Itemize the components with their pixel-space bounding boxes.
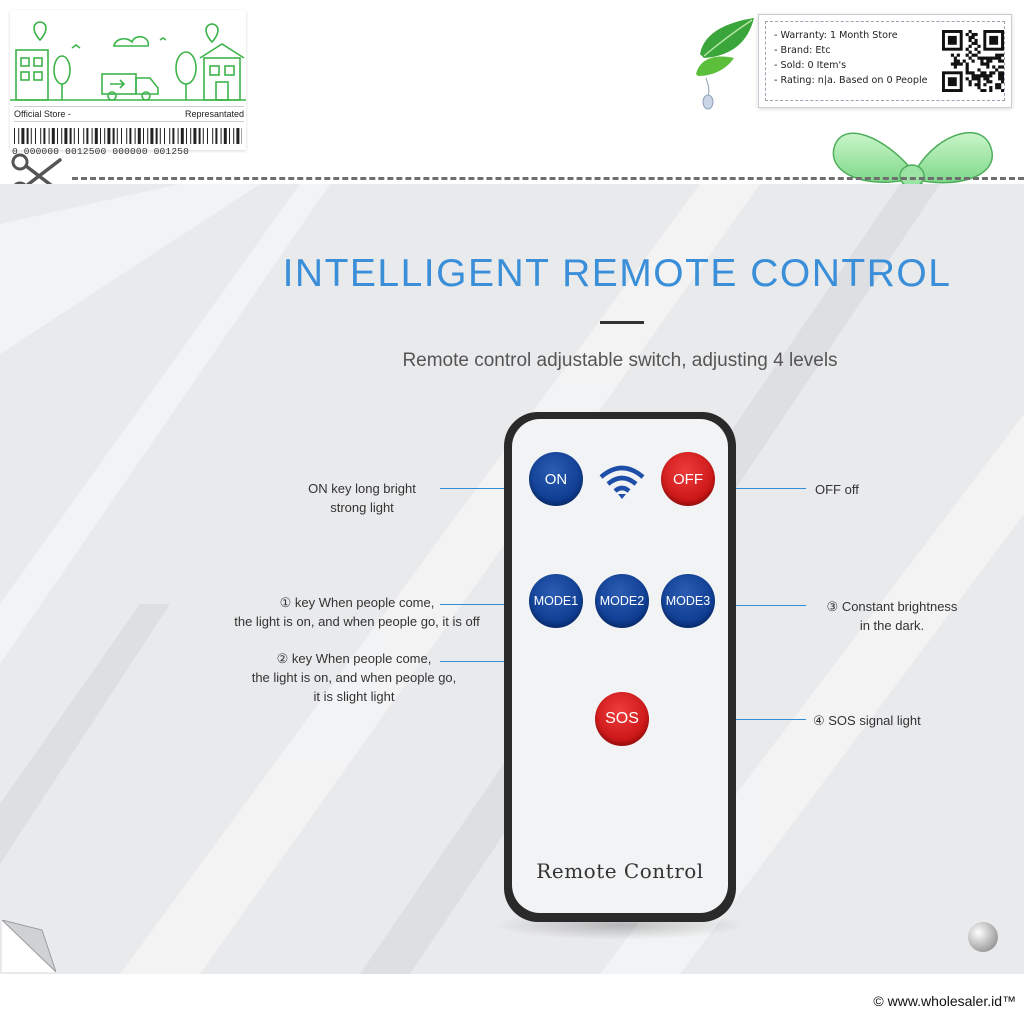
title-underline <box>600 321 644 324</box>
brand-line: - Brand: Etc <box>774 45 831 56</box>
screw-icon <box>968 922 998 952</box>
callout-line-mode3 <box>694 605 806 606</box>
product-info-inner: - Warranty: 1 Month Store - Brand: Etc -… <box>765 21 1005 101</box>
callout-mode2-line-1: ② key When people come, <box>276 651 432 666</box>
represented-label: Represantated <box>184 109 244 119</box>
callout-mode2: ② key When people come, the light is on,… <box>232 649 476 706</box>
callout-on-line-1: ON key long bright <box>308 481 416 496</box>
remote-control-label: Remote Control <box>536 859 704 883</box>
official-store-label: Official Store - <box>14 109 71 119</box>
rating-line: - Rating: n|a. Based on 0 People <box>774 75 928 86</box>
callout-on: ON key long bright strong light <box>300 479 424 517</box>
wifi-icon <box>599 465 645 499</box>
store-labels: Official Store - Represantated <box>14 106 244 122</box>
page-curl-icon <box>2 920 56 972</box>
page-title: INTELLIGENT REMOTE CONTROL <box>282 252 952 295</box>
leaf-icon <box>696 18 754 110</box>
mode3-button[interactable]: MODE3 <box>661 574 715 628</box>
callout-line-on <box>440 488 548 489</box>
cut-line <box>72 177 1024 180</box>
product-info-lines: - Warranty: 1 Month Store - Brand: Etc -… <box>774 28 939 88</box>
callout-mode3: ③ Constant brightness in the dark. <box>812 597 972 635</box>
callout-off: OFF off <box>815 480 935 499</box>
callout-off-line-1: OFF off <box>815 482 859 497</box>
callout-mode3-line-1: ③ Constant brightness <box>826 599 958 614</box>
callout-mode1-line-2: the light is on, and when people go, it … <box>234 614 480 629</box>
barcode <box>14 128 242 144</box>
callout-sos: ④ SOS signal light <box>813 711 953 730</box>
product-info-box: - Warranty: 1 Month Store - Brand: Etc -… <box>758 14 1012 108</box>
page-subtitle: Remote control adjustable switch, adjust… <box>402 350 838 371</box>
store-illustration <box>10 21 246 101</box>
callout-mode3-line-2: in the dark. <box>859 618 925 633</box>
store-card: Official Store - Represantated 0 000000 … <box>10 10 246 157</box>
sos-button[interactable]: SOS <box>595 692 649 746</box>
callout-mode2-line-3: it is slight light <box>313 689 395 704</box>
qr-code <box>942 30 1004 92</box>
callout-mode2-line-2: the light is on, and when people go, <box>251 670 457 685</box>
callout-mode1-line-1: ① key When people come, <box>279 595 435 610</box>
callout-mode1: ① key When people come, the light is on,… <box>222 593 492 631</box>
off-button[interactable]: OFF <box>661 452 715 506</box>
mode1-button[interactable]: MODE1 <box>529 574 583 628</box>
callout-line-mode1 <box>440 604 548 605</box>
copyright-text: © www.wholesaler.id™ <box>873 993 1016 1009</box>
callout-on-line-2: strong light <box>330 500 394 515</box>
callout-sos-line-1: ④ SOS signal light <box>813 713 921 728</box>
barcode-digits: 0 000000 0012500 000000 001250 <box>12 146 190 157</box>
on-button[interactable]: ON <box>529 452 583 506</box>
mode2-button[interactable]: MODE2 <box>595 574 649 628</box>
sold-line: - Sold: 0 Item's <box>774 60 847 71</box>
callout-line-off <box>694 488 806 489</box>
warranty-line: - Warranty: 1 Month Store <box>774 30 898 41</box>
